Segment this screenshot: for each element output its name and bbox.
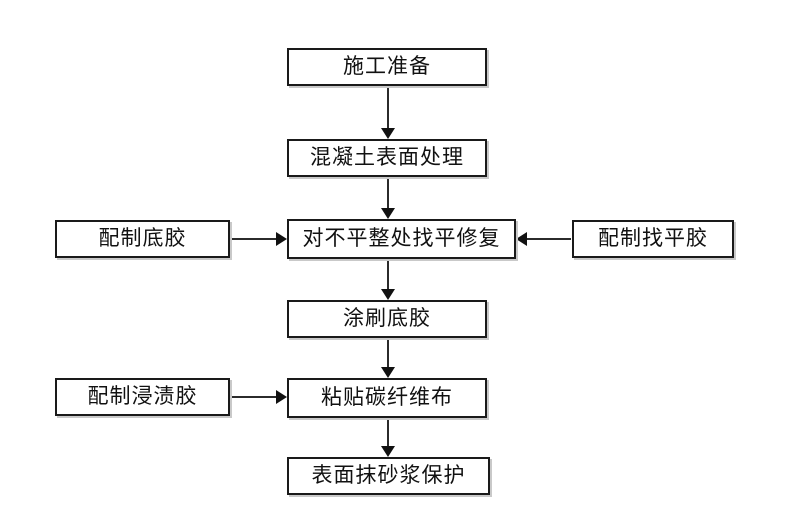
node-label: 表面抹砂浆保护 xyxy=(311,462,466,487)
node-label: 粘贴碳纤维布 xyxy=(321,384,453,409)
node-label: 混凝土表面处理 xyxy=(310,144,464,169)
node-label: 配制底胶 xyxy=(98,225,187,250)
node-label: 对不平整处找平修复 xyxy=(302,225,501,250)
node-label: 施工准备 xyxy=(343,53,431,78)
node-apply-base-adhesive[interactable]: 涂刷底胶 xyxy=(287,300,487,338)
edge-surface-to-level-fix xyxy=(381,179,395,219)
node-label: 配制找平胶 xyxy=(598,225,708,250)
edge-level-fix-to-coat-base xyxy=(381,261,395,300)
node-prepare-leveling-adhesive[interactable]: 配制找平胶 xyxy=(572,220,734,258)
node-label: 涂刷底胶 xyxy=(343,305,431,330)
edge-level-glue-to-level-fix xyxy=(516,232,571,246)
node-level-uneven-repair[interactable]: 对不平整处找平修复 xyxy=(287,219,516,259)
node-construction-preparation[interactable]: 施工准备 xyxy=(287,48,487,86)
edge-dip-glue-to-cfrp xyxy=(231,390,287,404)
node-prepare-impregnating-adhesive[interactable]: 配制浸渍胶 xyxy=(55,378,230,416)
edge-coat-base-to-cfrp xyxy=(381,340,395,378)
node-concrete-surface-treatment[interactable]: 混凝土表面处理 xyxy=(287,139,487,177)
edge-base-glue-to-level-fix xyxy=(231,232,287,246)
edge-prep-to-surface xyxy=(381,88,395,139)
edge-cfrp-to-mortar xyxy=(381,420,395,457)
node-bond-carbon-fiber-cloth[interactable]: 粘贴碳纤维布 xyxy=(287,378,487,418)
node-surface-mortar-protection[interactable]: 表面抹砂浆保护 xyxy=(287,457,490,495)
node-label: 配制浸渍胶 xyxy=(87,383,198,408)
node-prepare-base-adhesive[interactable]: 配制底胶 xyxy=(55,220,230,258)
